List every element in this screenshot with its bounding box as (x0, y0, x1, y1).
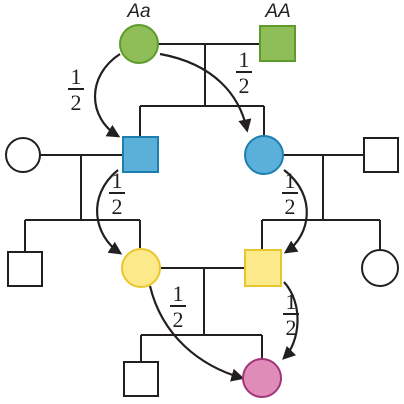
female-ancestor-circle (119, 24, 159, 64)
fraction-6: 1 2 (283, 289, 299, 340)
fraction-3-numerator: 1 (112, 168, 123, 193)
arrow-blue-circle-to-yellow-square (283, 169, 308, 254)
arrow-yellow-circle-to-pink (148, 285, 245, 382)
fraction-3-denominator: 2 (112, 194, 123, 219)
male-ancestor-square (259, 25, 296, 62)
fraction-4-denominator: 2 (285, 194, 296, 219)
arrow-green-to-blue-circle (159, 52, 252, 133)
bottom-son-square (123, 361, 159, 397)
right-grandchild-circle (361, 249, 399, 287)
genotype-label-female-ancestor: Aa (126, 1, 150, 22)
arrow-yellow-square-to-pink (282, 281, 299, 360)
arrow-blue-square-to-yellow-circle (95, 169, 123, 255)
right-spouse-square (363, 137, 399, 173)
arrow-green-to-blue-square (94, 53, 121, 138)
individuals (5, 24, 399, 398)
yellow-daughter-circle (121, 248, 161, 288)
fraction-2-denominator: 2 (239, 73, 250, 98)
left-spouse-circle (5, 137, 41, 173)
blue-son-square (122, 136, 159, 173)
fraction-5-denominator: 2 (173, 307, 184, 332)
genotype-label-male-ancestor: AA (264, 1, 290, 22)
pedigree-lines (24, 43, 381, 362)
fraction-1: 1 2 (68, 64, 84, 115)
fraction-1-numerator: 1 (71, 64, 82, 89)
left-grandchild-square (7, 251, 43, 287)
fraction-2-numerator: 1 (239, 47, 250, 72)
pink-inbred-child-circle (242, 358, 282, 398)
fraction-4: 1 2 (282, 168, 298, 219)
fraction-5-numerator: 1 (173, 281, 184, 306)
fraction-6-denominator: 2 (286, 315, 297, 340)
fraction-1-denominator: 2 (71, 90, 82, 115)
fraction-3: 1 2 (109, 168, 125, 219)
yellow-son-square (244, 249, 282, 287)
inheritance-arrows (94, 52, 308, 382)
fraction-2: 1 2 (236, 47, 252, 98)
blue-daughter-circle (244, 135, 284, 175)
fraction-4-numerator: 1 (285, 168, 296, 193)
fraction-5: 1 2 (170, 281, 186, 332)
fraction-6-numerator: 1 (286, 289, 297, 314)
